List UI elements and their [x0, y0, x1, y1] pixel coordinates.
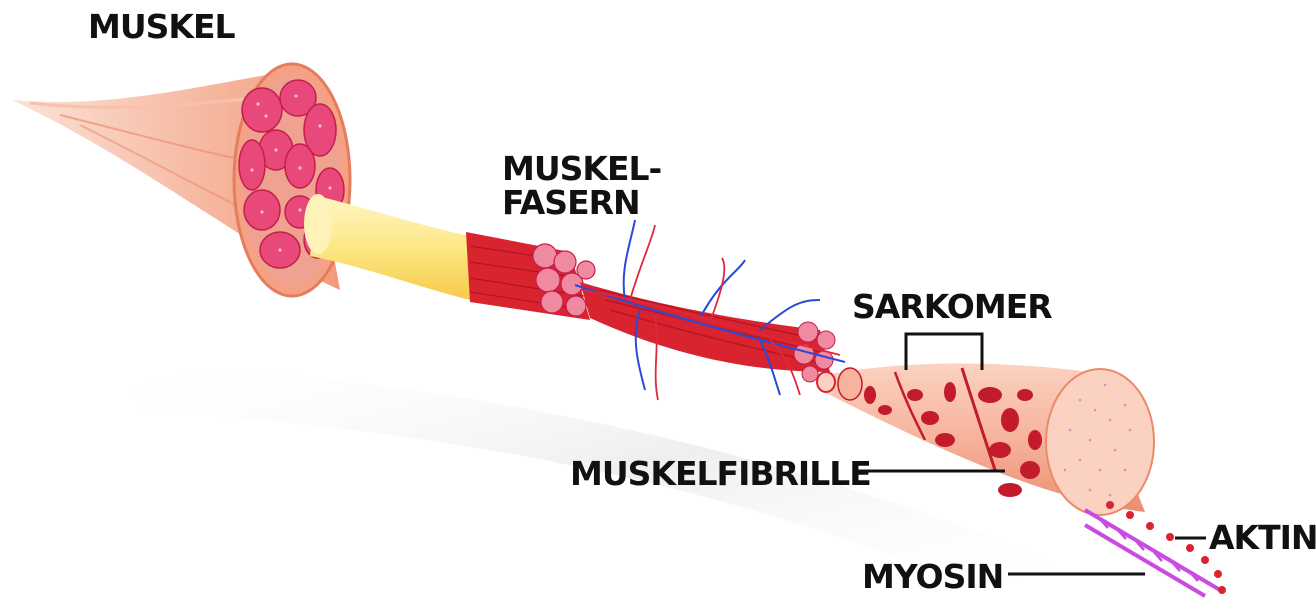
label-muskelfasern-line1: MUSKEL- — [502, 152, 661, 186]
label-muskelfasern: MUSKEL- FASERN — [502, 152, 661, 219]
muscle-fiber-bundle — [466, 232, 595, 320]
single-fiber — [575, 220, 845, 400]
label-myosin: MYOSIN — [862, 560, 1003, 593]
label-aktin: AKTIN — [1209, 521, 1316, 554]
label-sarkomer: SARKOMER — [852, 290, 1052, 323]
label-muskelfasern-line2: FASERN — [502, 186, 661, 220]
label-muskelfibrille: MUSKELFIBRILLE — [570, 457, 871, 490]
whole-muscle — [12, 64, 350, 296]
label-muskel: MUSKEL — [88, 10, 235, 43]
